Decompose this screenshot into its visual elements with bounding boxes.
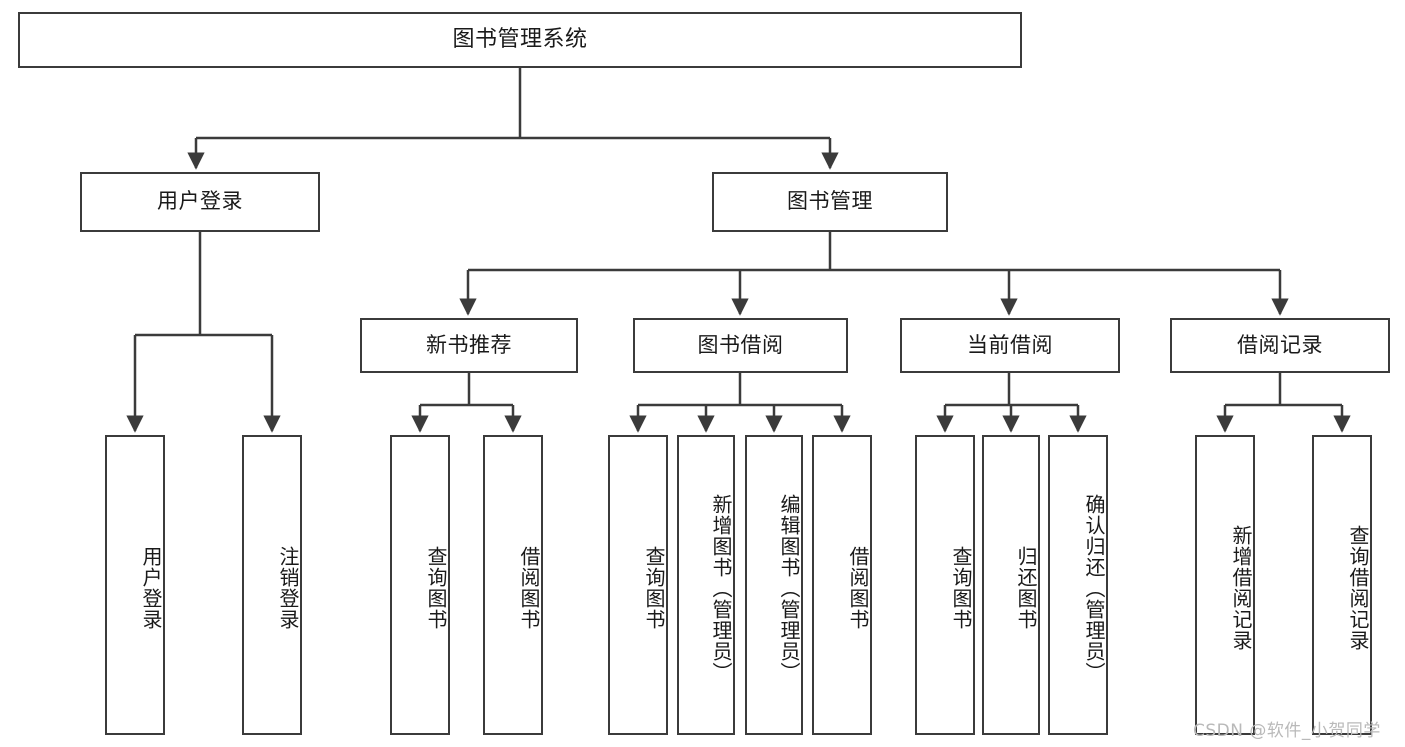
node-leaf-add-book[interactable]: 新增图书（管理员） [677,435,735,735]
node-leaf-add-borrow-record[interactable]: 新增借阅记录 [1195,435,1255,735]
node-label: 新增图书（管理员） [709,493,733,683]
node-root-book-management-system[interactable]: 图书管理系统 [18,12,1022,68]
node-label: 归还图书 [1014,546,1038,630]
node-label: 借阅图书 [517,546,541,630]
node-book-borrow[interactable]: 图书借阅 [633,318,848,373]
node-label: 图书管理系统 [452,26,588,52]
node-new-book-recommend[interactable]: 新书推荐 [360,318,578,373]
node-label: 确认归还（管理员） [1082,493,1106,683]
node-label: 查询图书 [642,546,666,630]
node-leaf-query-borrow-record[interactable]: 查询借阅记录 [1312,435,1372,735]
node-label: 用户登录 [139,546,163,630]
node-leaf-borrow-book[interactable]: 借阅图书 [812,435,872,735]
node-leaf-logout-login[interactable]: 注销登录 [242,435,302,735]
node-label: 查询借阅记录 [1346,525,1370,651]
node-label: 新增借阅记录 [1229,525,1253,651]
node-leaf-query-book-current[interactable]: 查询图书 [915,435,975,735]
node-user-login[interactable]: 用户登录 [80,172,320,232]
node-label: 查询图书 [424,546,448,630]
node-leaf-query-book-recommend[interactable]: 查询图书 [390,435,450,735]
node-leaf-user-login[interactable]: 用户登录 [105,435,165,735]
node-label: 新书推荐 [426,332,512,357]
node-label: 借阅图书 [846,546,870,630]
node-book-manage[interactable]: 图书管理 [712,172,948,232]
node-label: 当前借阅 [967,332,1053,357]
node-borrow-record[interactable]: 借阅记录 [1170,318,1390,373]
node-label: 查询图书 [949,546,973,630]
node-leaf-return-book[interactable]: 归还图书 [982,435,1040,735]
node-label: 图书借阅 [697,332,784,357]
csdn-watermark: CSDN @软件_小贺同学 [1193,721,1381,741]
node-label: 借阅记录 [1237,332,1323,357]
node-label: 用户登录 [157,189,243,214]
node-label: 图书管理 [787,189,873,214]
node-label: 注销登录 [276,546,300,630]
node-current-borrow[interactable]: 当前借阅 [900,318,1120,373]
node-leaf-borrow-book-recommend[interactable]: 借阅图书 [483,435,543,735]
node-label: 编辑图书（管理员） [777,493,801,683]
node-leaf-query-book-borrow[interactable]: 查询图书 [608,435,668,735]
node-leaf-confirm-return[interactable]: 确认归还（管理员） [1048,435,1108,735]
node-leaf-edit-book[interactable]: 编辑图书（管理员） [745,435,803,735]
